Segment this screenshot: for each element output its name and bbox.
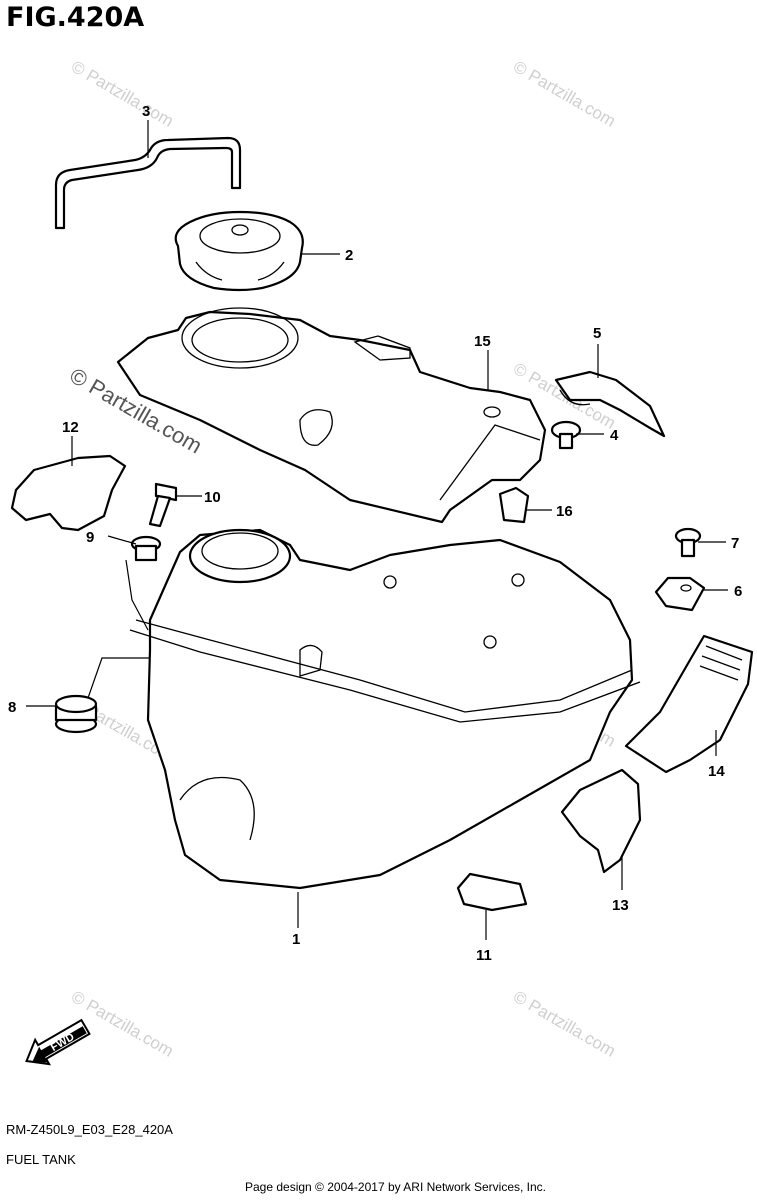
callout-7: 7	[731, 535, 739, 552]
fwd-arrow-icon: FWD	[25, 1018, 91, 1066]
part-8-grommet	[54, 694, 98, 734]
watermark: © Partzilla.com	[510, 987, 619, 1061]
watermark: © Partzilla.com	[510, 57, 619, 131]
figure-title: FIG.420A	[6, 2, 145, 33]
part-1-fuel-tank	[129, 528, 641, 890]
callout-4: 4	[610, 427, 619, 444]
part-12-bracket	[10, 454, 127, 532]
callout-11: 11	[476, 947, 492, 964]
part-4-screw	[550, 420, 582, 450]
part-9-collar	[130, 535, 162, 562]
figure-name: FUEL TANK	[6, 1152, 76, 1167]
page-credit: Page design © 2004-2017 by ARI Network S…	[245, 1180, 547, 1194]
part-6-plate	[654, 576, 706, 612]
callout-16: 16	[556, 503, 573, 520]
callout-12: 12	[62, 419, 79, 436]
part-2-fuel-cap	[174, 210, 304, 292]
part-7-screw	[674, 527, 702, 558]
callout-5: 5	[593, 325, 601, 342]
callout-9: 9	[86, 529, 94, 546]
part-15-tank-cover	[116, 307, 547, 524]
figure-code: RM-Z450L9_E03_E28_420A	[6, 1122, 173, 1137]
callout-14: 14	[708, 763, 725, 780]
leader-lines	[26, 120, 728, 940]
part-10-bolt	[148, 482, 178, 528]
callout-3: 3	[142, 103, 150, 120]
callout-6: 6	[734, 583, 742, 600]
part-13-bracket	[560, 768, 642, 874]
callout-2: 2	[345, 247, 353, 264]
part-14-heat-guard	[624, 634, 754, 774]
callout-10: 10	[204, 489, 221, 506]
part-11-cushion	[456, 872, 528, 912]
part-5-clamp	[554, 370, 666, 438]
callout-1: 1	[292, 931, 300, 948]
part-16-rubber	[498, 486, 530, 524]
callout-13: 13	[612, 897, 629, 914]
callout-numbers: 1 2 3 4 5 6 7 8 9 10 11 12 13 14 15 16	[8, 103, 742, 964]
callout-8: 8	[8, 699, 16, 716]
callout-15: 15	[474, 333, 491, 350]
watermark: © Partzilla.com	[68, 57, 177, 131]
